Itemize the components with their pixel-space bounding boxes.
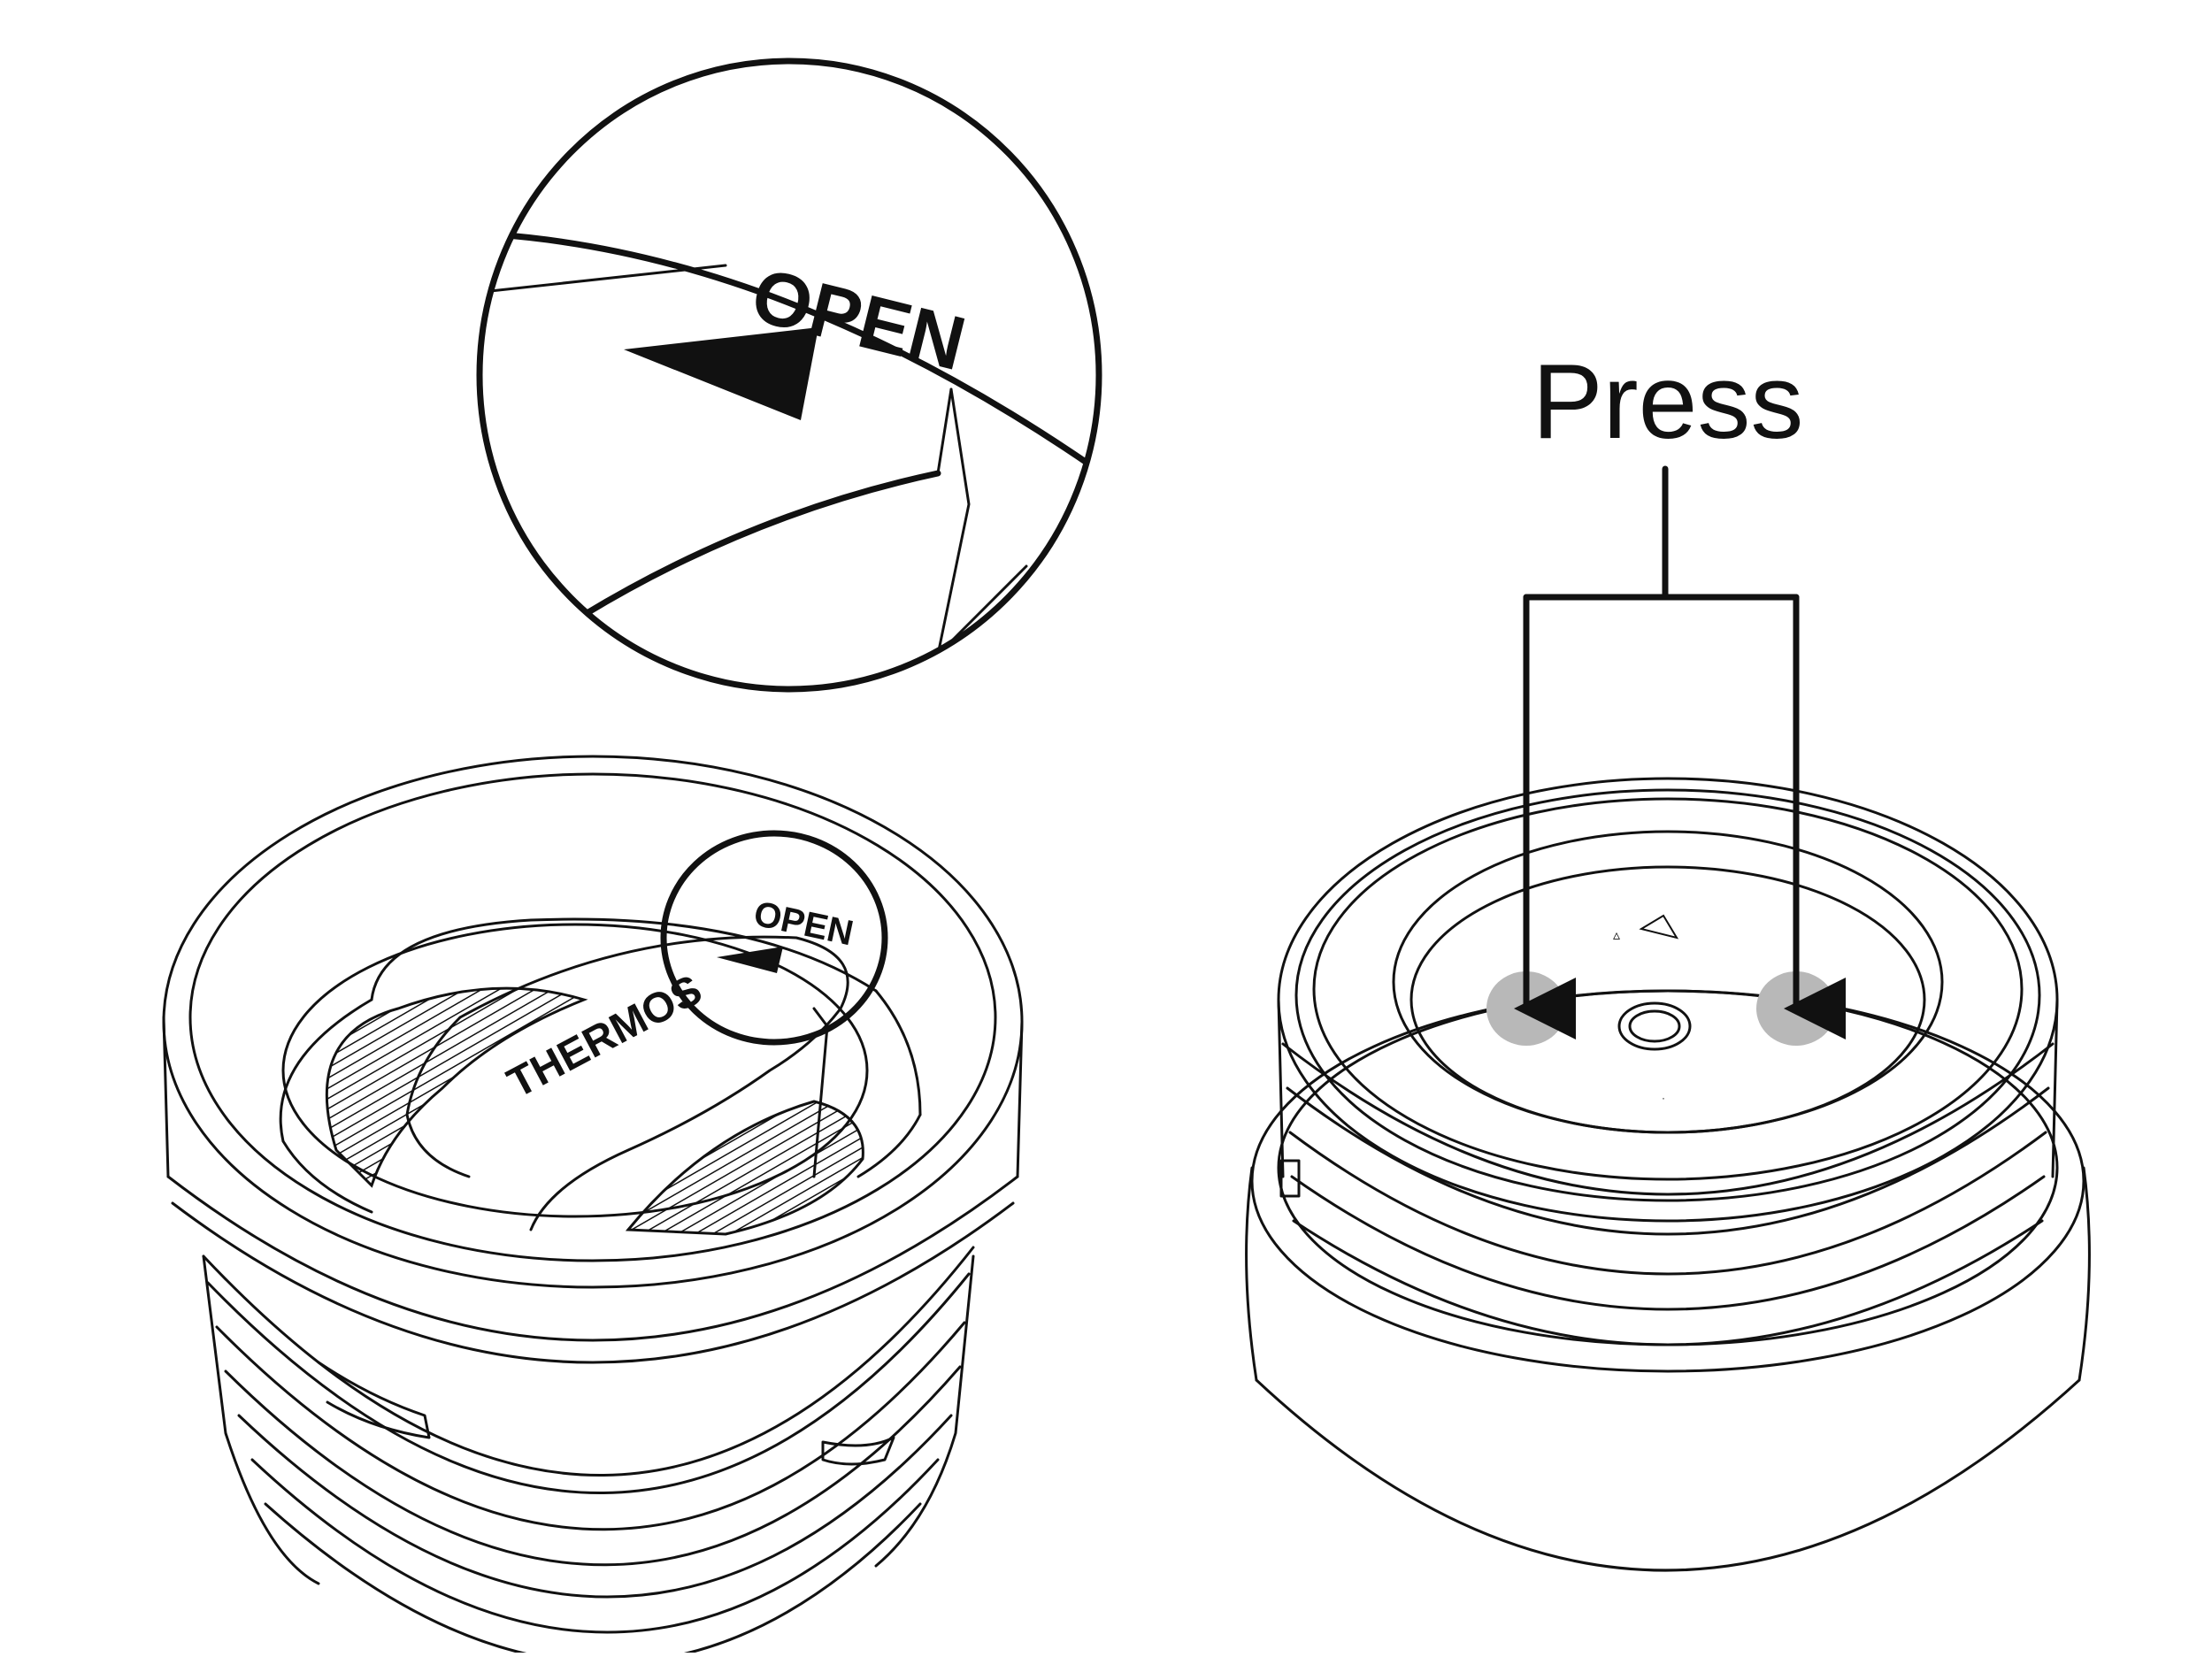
lid-top-view: THERMOS OPEN bbox=[162, 755, 1024, 1657]
mini-open-arrow-icon bbox=[717, 947, 783, 973]
open-arrow-icon bbox=[624, 327, 818, 420]
recycle-icon bbox=[1639, 914, 1679, 940]
press-callout: Press bbox=[1514, 342, 1846, 1039]
mold-mark: · bbox=[1662, 1092, 1665, 1104]
magnifier-circle bbox=[660, 830, 888, 1046]
lid-bottom-view: ▵ · Press bbox=[1245, 342, 2091, 1572]
zoom-circle bbox=[476, 58, 1102, 693]
zoom-callout: OPEN bbox=[476, 58, 1102, 693]
center-valve bbox=[1617, 1001, 1692, 1051]
press-label: Press bbox=[1532, 342, 1804, 461]
recycle-mark: ▵ bbox=[1613, 928, 1620, 943]
mini-open-label: OPEN bbox=[750, 894, 856, 954]
